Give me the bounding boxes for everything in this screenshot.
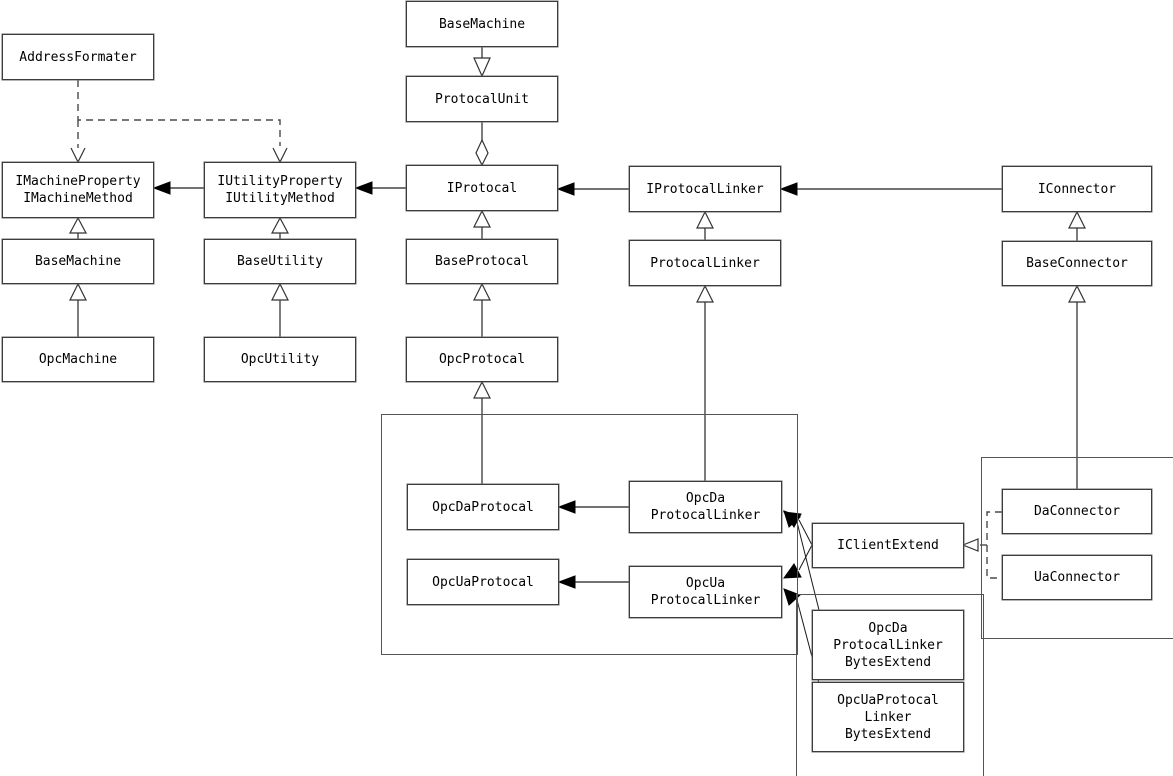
edge-protocalunit-to-iprotocal [475, 122, 489, 167]
class-box-uaconnector[interactable]: UaConnector [1002, 555, 1152, 600]
class-box-opcuaprotocallinker[interactable]: OpcUa ProtocalLinker [629, 566, 782, 618]
class-box-opcutility[interactable]: OpcUtility [204, 337, 356, 382]
edge-opcuaprotocallinker-to-opcuaprotocal [557, 575, 629, 589]
class-box-opcuaprotocal[interactable]: OpcUaProtocal [407, 559, 559, 605]
class-box-iutilityproperty[interactable]: IUtilityProperty IUtilityMethod [204, 162, 356, 218]
class-box-baseutility[interactable]: BaseUtility [204, 239, 356, 284]
class-box-basemachine-top[interactable]: BaseMachine [406, 1, 558, 47]
class-box-opcdaprotocallinker[interactable]: OpcDa ProtocalLinker [629, 481, 782, 533]
edge-iconnector-to-iprotocallinker [779, 182, 1002, 196]
class-box-baseprotocal[interactable]: BaseProtocal [406, 239, 558, 284]
edge-basemachine-to-protocalunit [473, 47, 491, 78]
class-box-basemachine[interactable]: BaseMachine [2, 239, 154, 284]
class-box-imachineproperty[interactable]: IMachineProperty IMachineMethod [2, 162, 154, 218]
class-box-opcmachine[interactable]: OpcMachine [2, 337, 154, 382]
group-connector [981, 457, 1173, 639]
class-box-addressformater[interactable]: AddressFormater [2, 34, 154, 80]
edge-opcprotocal-to-baseprotocal [473, 282, 491, 337]
edge-iprotocal-to-iutilityproperty [354, 181, 406, 195]
class-box-iclientextend[interactable]: IClientExtend [812, 523, 964, 568]
class-box-iprotocallinker[interactable]: IProtocalLinker [629, 166, 781, 212]
class-box-baseconnector[interactable]: BaseConnector [1002, 241, 1152, 286]
class-box-iprotocal[interactable]: IProtocal [406, 165, 558, 211]
edge-addressformater-dependencies [70, 80, 288, 164]
edge-basemachine-to-imachineproperty [69, 216, 87, 239]
edge-iutilityproperty-to-imachineproperty [152, 181, 204, 195]
edge-opcutility-to-baseutility [271, 282, 289, 337]
class-box-opcuaprotocallinkerbytesextend[interactable]: OpcUaProtocal Linker BytesExtend [812, 682, 964, 752]
edge-opcdaprotocallinker-to-opcdaprotocal [557, 500, 629, 514]
class-box-daconnector[interactable]: DaConnector [1002, 489, 1152, 534]
edge-baseconnector-to-iconnector [1068, 210, 1086, 241]
group-opc-protocal [381, 414, 798, 655]
class-box-opcprotocal[interactable]: OpcProtocal [406, 337, 558, 382]
edge-iprotocallinker-to-iprotocal [556, 182, 629, 196]
class-box-opcdaprotocal[interactable]: OpcDaProtocal [407, 484, 559, 530]
class-box-iconnector[interactable]: IConnector [1002, 166, 1152, 212]
class-box-opcdaprotocallinkerbytesextend[interactable]: OpcDa ProtocalLinker BytesExtend [812, 610, 964, 680]
edge-opcdaprotocallinker-to-protocallinker [696, 284, 714, 481]
edge-baseutility-to-iutilityproperty [271, 216, 289, 239]
class-box-protocalunit[interactable]: ProtocalUnit [406, 76, 558, 122]
edge-protocallinker-to-iprotocallinker [696, 210, 714, 240]
edge-opcdaprotocal-to-opcprotocal [473, 380, 491, 484]
edge-opcmachine-to-basemachine [69, 282, 87, 337]
class-box-protocallinker[interactable]: ProtocalLinker [629, 240, 781, 286]
edge-baseprotocal-to-iprotocal [473, 209, 491, 239]
group-bytes-extend [796, 594, 984, 776]
edge-connectors-realize-iclientextend [961, 511, 1002, 579]
